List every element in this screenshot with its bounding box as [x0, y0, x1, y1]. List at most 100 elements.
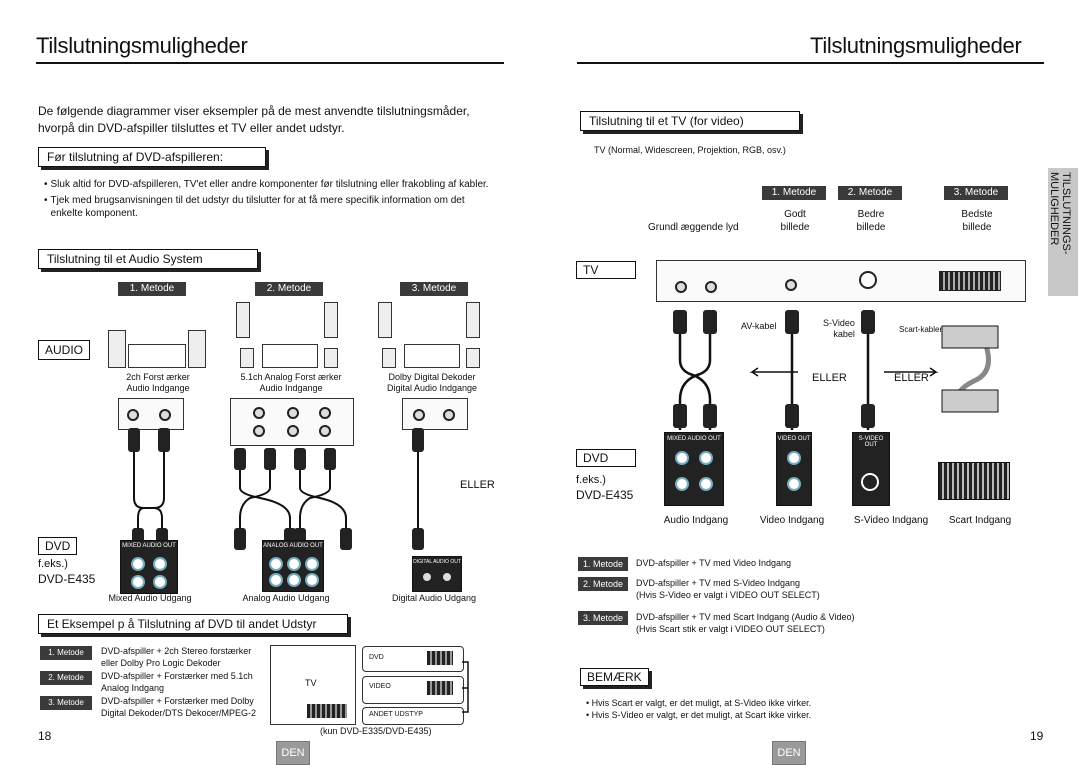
- jack-icon: [705, 281, 717, 293]
- digital-audio-out-panel: DIGITAL AUDIO OUT: [412, 556, 462, 592]
- tv-label: TV: [305, 678, 317, 688]
- section-before-connect: Før tilslutning af DVD-afspilleren:: [38, 147, 266, 167]
- quality-2-line1: Bedre: [857, 209, 885, 220]
- side-tab: TILSLUTNINGS- MULIGHEDER: [1048, 168, 1078, 296]
- analog-audio-out-panel: ANALOG AUDIO OUT: [262, 540, 324, 592]
- tv-cables-diagram: [673, 310, 999, 430]
- right-page-title: Tilslutningsmuligheder: [810, 33, 1022, 58]
- bullet-text: Sluk altid for DVD-afspilleren, TV'et el…: [50, 179, 489, 190]
- bullet-text: Tjek med brugsanvisningen til det udstyr…: [50, 195, 465, 219]
- jack-icon: [159, 409, 171, 421]
- quality-1: Godt billede: [770, 208, 820, 234]
- example-method-2-badge: 2. Metode: [40, 671, 92, 685]
- other-equipment-drawing: ANDET UDSTYP: [362, 707, 464, 725]
- tv-box-label: TV: [576, 261, 636, 279]
- svideo-cable-line2: kabel: [833, 329, 855, 339]
- svideo-input-label: S-Video Indgang: [853, 515, 929, 526]
- digital-audio-output-label: Digital Audio Udgang: [391, 593, 477, 603]
- dvd-label: DVD: [38, 537, 78, 555]
- note-method-3-badge: 3. Metode: [578, 611, 628, 625]
- section-audio-system: Tilslutning til et Audio System: [38, 249, 258, 269]
- tv-mixed-audio-out-panel: MIXED AUDIO OUT: [664, 432, 724, 506]
- eller-label-1: ELLER: [812, 372, 847, 384]
- bullet-item: •Sluk altid for DVD-afspilleren, TV'et e…: [44, 179, 489, 190]
- method-1-badge: 1. Metode: [118, 282, 186, 296]
- quality-2-line2: billede: [856, 222, 886, 233]
- jack-icon: [131, 557, 145, 571]
- note-method-3-line2: (Hvis Scart stik er valgt i VIDEO OUT SE…: [636, 624, 825, 634]
- method-3-badge: 3. Metode: [400, 282, 468, 296]
- note-method-2-badge: 2. Metode: [578, 577, 628, 591]
- note-item: • Hvis S-Video er valgt, er det muligt, …: [586, 710, 812, 720]
- quality-2: Bedre billede: [846, 208, 896, 234]
- jack-icon: [269, 573, 283, 587]
- tv-types-text: TV (Normal, Widescreen, Projektion, RGB,…: [594, 145, 786, 155]
- video-input-label: Video Indgang: [759, 515, 825, 526]
- tv-drawing: TV: [270, 645, 356, 725]
- jack-icon: [699, 451, 713, 465]
- tv-input-panel: [656, 260, 1026, 302]
- jack-icon: [413, 409, 425, 421]
- dolby-decoder-icon: [378, 302, 482, 368]
- surround-amplifier-icon: [236, 302, 340, 368]
- stereo-amplifier-icon: [108, 328, 206, 368]
- mixed-audio-out-panel: MIXED AUDIO OUT: [120, 540, 178, 594]
- example-method-3-text: DVD-afspiller + Forstærker med Dolby Dig…: [101, 695, 256, 719]
- tv-method-2-badge: 2. Metode: [838, 186, 902, 200]
- left-page-number: 18: [38, 729, 52, 743]
- quality-1-line1: Godt: [784, 209, 806, 220]
- right-page-number: 19: [1030, 729, 1044, 743]
- tv-dvd-label: DVD: [576, 449, 636, 467]
- audio-label: AUDIO: [38, 340, 91, 360]
- method-2-desc-line1: 5.1ch Analog Forst ærker: [240, 372, 342, 382]
- method-1-desc-line2: Audio Indgange: [126, 383, 190, 393]
- example-method-2-line1: DVD-afspiller + Forstærker med 5.1ch: [101, 671, 253, 681]
- eller-label: ELLER: [460, 479, 495, 491]
- jack-icon: [441, 571, 453, 583]
- jack-icon: [153, 575, 167, 589]
- note-item: • Hvis Scart er valgt, er det muligt, at…: [586, 698, 812, 708]
- other-equipment-label: ANDET UDSTYP: [369, 711, 423, 718]
- stereo-input-panel: [118, 398, 184, 430]
- method-3-description: Dolby Digital Dekoder Digital Audio Indg…: [380, 372, 484, 394]
- jack-icon: [287, 557, 301, 571]
- jack-icon: [153, 557, 167, 571]
- note-method-3-text: DVD-afspiller + TV med Scart Indgang (Au…: [636, 611, 855, 635]
- tv-video-out-panel: VIDEO OUT: [776, 432, 812, 506]
- digital-input-panel: [402, 398, 468, 430]
- note-method-2-text: DVD-afspiller + TV med S-Video Indgang (…: [636, 577, 820, 601]
- scart-connector-icon: [307, 704, 347, 718]
- jack-icon: [421, 571, 433, 583]
- jack-icon: [787, 477, 801, 491]
- jack-icon: [699, 477, 713, 491]
- panel-label: ANALOG AUDIO OUT: [263, 543, 323, 549]
- example-method-1-text: DVD-afspiller + 2ch Stereo forstærker el…: [101, 645, 251, 669]
- tv-method-1-badge: 1. Metode: [762, 186, 826, 200]
- mixed-audio-output-label: Mixed Audio Udgang: [108, 593, 192, 603]
- jack-icon: [287, 573, 301, 587]
- example-method-1-line2: eller Dolby Pro Logic Dekoder: [101, 658, 221, 668]
- dvd-scart-socket-icon: [938, 462, 1010, 500]
- tv-svideo-out-panel: S-VIDEO OUT: [852, 432, 890, 506]
- example-method-3-line1: DVD-afspiller + Forstærker med Dolby: [101, 696, 254, 706]
- note-title: BEMÆRK: [580, 668, 649, 686]
- jack-icon: [305, 557, 319, 571]
- audio-input-label: Audio Indgang: [663, 515, 729, 526]
- jack-icon: [443, 409, 455, 421]
- method-1-desc-line1: 2ch Forst ærker: [126, 372, 190, 382]
- scart-connector-icon: [427, 651, 453, 665]
- side-tab-line1: TILSLUTNINGS-: [1060, 172, 1072, 255]
- scart-connector-icon: [427, 681, 453, 695]
- jack-icon: [253, 425, 265, 437]
- dvd-small-label: DVD: [369, 654, 384, 661]
- panel-label: MIXED AUDIO OUT: [122, 543, 176, 549]
- basic-sound-label: Grundl æggende lyd: [648, 222, 739, 233]
- audio-cables-diagram: [128, 428, 424, 550]
- method-3-desc-line1: Dolby Digital Dekoder: [388, 372, 476, 382]
- jack-icon: [675, 281, 687, 293]
- analog-audio-output-label: Analog Audio Udgang: [242, 593, 330, 603]
- tv-example-model: DVD-E435: [576, 488, 634, 502]
- scart-socket-icon: [939, 271, 1001, 291]
- av-cable-label: AV-kabel: [741, 321, 777, 331]
- right-language-tab: DEN: [772, 741, 806, 765]
